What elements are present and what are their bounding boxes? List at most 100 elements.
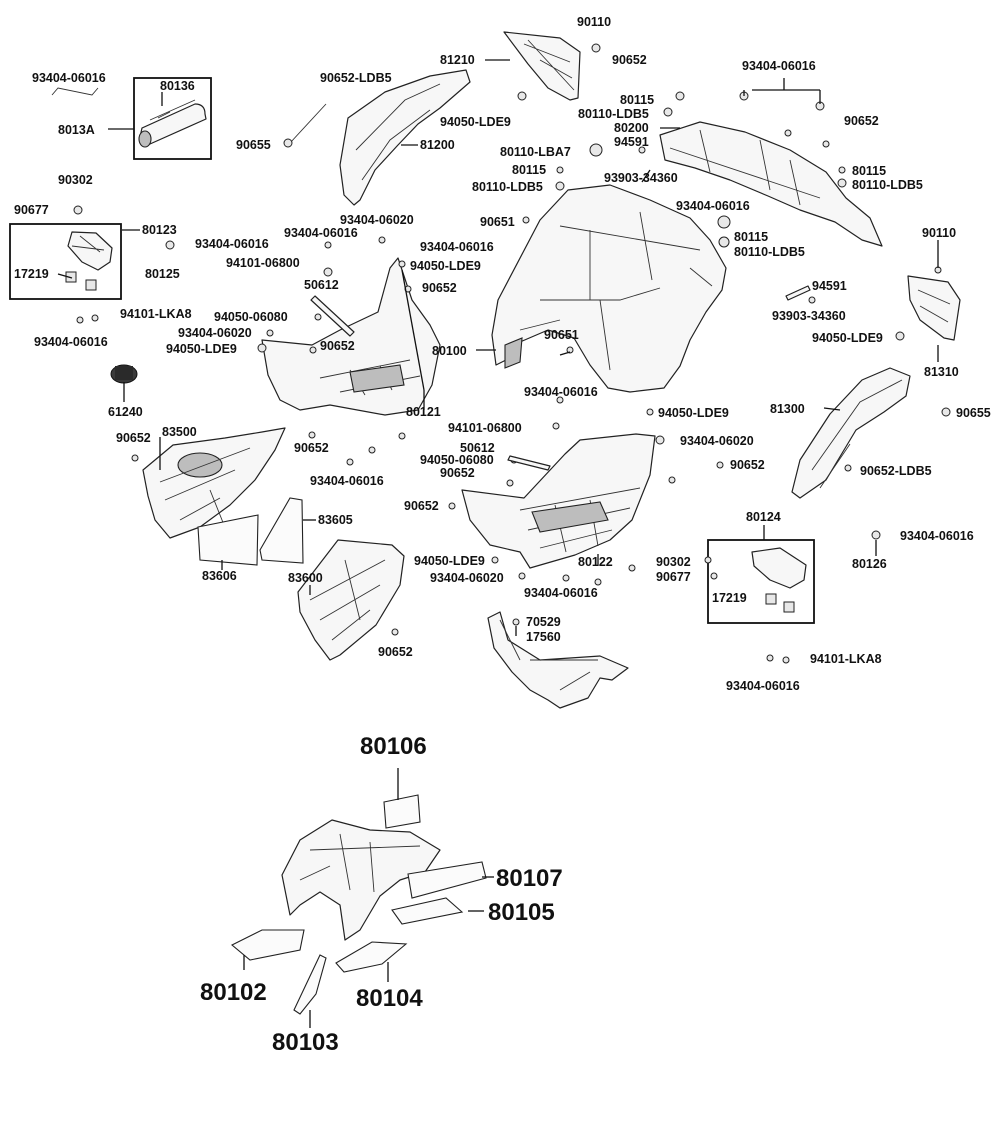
callout-17219: 17219 <box>14 267 49 281</box>
callout-90652: 90652 <box>844 114 879 128</box>
part-61240-cap <box>110 364 138 384</box>
part-80121-footrest <box>261 257 441 416</box>
part-50612-strip-a <box>310 295 355 337</box>
callout-80122: 80122 <box>578 555 613 569</box>
callout-93404-06016: 93404-06016 <box>34 335 108 349</box>
callout-80110-LDB5: 80110-LDB5 <box>852 178 923 192</box>
callout-80115: 80115 <box>852 164 886 178</box>
callout-83600: 83600 <box>288 571 323 585</box>
callout-94101-06800: 94101-06800 <box>226 256 300 270</box>
callout-50612: 50612 <box>460 441 495 455</box>
part-80100-body <box>491 184 727 393</box>
callout-94050-LDE9: 94050-LDE9 <box>658 406 729 420</box>
part-80200-rack <box>659 121 883 247</box>
callout-83605: 83605 <box>318 513 353 527</box>
callout-93404-06016: 93404-06016 <box>676 199 750 213</box>
decal-80107 <box>407 861 487 899</box>
part-90655-tie-a <box>289 103 327 144</box>
part-80122-footrest <box>461 433 656 569</box>
callout-80115: 80115 <box>512 163 546 177</box>
callout-8013A: 8013A <box>58 123 95 137</box>
callout-80102: 80102 <box>200 979 267 1006</box>
callout-90110: 90110 <box>922 226 956 240</box>
callout-83500: 83500 <box>162 425 197 439</box>
callout-93404-06016: 93404-06016 <box>420 240 494 254</box>
callout-90677: 90677 <box>656 570 691 584</box>
callout-80136: 80136 <box>160 79 195 93</box>
callout-93404-06016: 93404-06016 <box>524 385 598 399</box>
callout-94050-LDE9: 94050-LDE9 <box>166 342 237 356</box>
callout-17219: 17219 <box>712 591 747 605</box>
part-83600-grille <box>297 539 405 661</box>
callout-90651: 90651 <box>480 215 515 229</box>
callout-83606: 83606 <box>202 569 237 583</box>
callout-90652: 90652 <box>378 645 413 659</box>
leader-lines <box>57 59 939 1028</box>
part-box-8013A <box>133 77 212 160</box>
callout-90652: 90652 <box>294 441 329 455</box>
part-50612-strip-b <box>507 455 551 471</box>
part-83606-pad <box>197 514 259 566</box>
callout-93404-06020: 93404-06020 <box>178 326 252 340</box>
decal-80104 <box>335 941 408 973</box>
callout-80110-LDB5: 80110-LDB5 <box>578 107 649 121</box>
callout-90652: 90652 <box>116 431 151 445</box>
part-80136-grip <box>138 99 207 148</box>
part-81310-mudflap <box>907 275 961 341</box>
callout-81310: 81310 <box>924 365 959 379</box>
callout-90651: 90651 <box>544 328 579 342</box>
callout-80110-LDB5: 80110-LDB5 <box>472 180 543 194</box>
part-17560-bracket <box>487 611 629 709</box>
part-83605-pad <box>259 497 304 564</box>
callout-90652: 90652 <box>404 499 439 513</box>
callout-81210: 81210 <box>440 53 475 67</box>
callout-94101-LKA8: 94101-LKA8 <box>120 307 192 321</box>
callout-90652: 90652 <box>730 458 765 472</box>
part-93404-06016-screws-a <box>51 87 99 96</box>
callout-80107: 80107 <box>496 865 563 892</box>
callout-93404-06020: 93404-06020 <box>430 571 504 585</box>
callout-80105: 80105 <box>488 899 555 926</box>
callout-81300: 81300 <box>770 402 805 416</box>
callout-93404-06016: 93404-06016 <box>310 474 384 488</box>
callout-80123: 80123 <box>142 223 177 237</box>
callout-94591: 94591 <box>614 135 649 149</box>
callout-80121: 80121 <box>406 405 441 419</box>
part-81210-mudflap <box>503 31 581 101</box>
part-17219-clip-b <box>765 593 777 605</box>
callout-93404-06016: 93404-06016 <box>524 586 598 600</box>
callout-90652-LDB5: 90652-LDB5 <box>320 71 392 85</box>
part-shapes <box>9 31 961 1015</box>
callout-94050-06080: 94050-06080 <box>420 453 494 467</box>
callout-70529: 70529 <box>526 615 561 629</box>
callout-93903-34360: 93903-34360 <box>604 171 678 185</box>
callout-80104: 80104 <box>356 985 423 1012</box>
fasteners <box>73 43 951 664</box>
callout-80103: 80103 <box>272 1029 339 1056</box>
callout-94050-06080: 94050-06080 <box>214 310 288 324</box>
callout-80100: 80100 <box>432 344 467 358</box>
callout-94101-06800: 94101-06800 <box>448 421 522 435</box>
callout-94101-LKA8: 94101-LKA8 <box>810 652 882 666</box>
callout-94050-LDE9: 94050-LDE9 <box>812 331 883 345</box>
callout-80106: 80106 <box>360 733 427 760</box>
callout-80125: 80125 <box>145 267 180 281</box>
callout-90652-LDB5: 90652-LDB5 <box>860 464 932 478</box>
callout-93903-34360: 93903-34360 <box>772 309 846 323</box>
part-box-80124 <box>707 539 815 624</box>
callout-80110-LDB5: 80110-LDB5 <box>734 245 805 259</box>
callout-93404-06020: 93404-06020 <box>680 434 754 448</box>
part-83500-grille <box>142 427 286 539</box>
callout-90677: 90677 <box>14 203 49 217</box>
part-17219-clip-a <box>65 271 77 283</box>
callout-81200: 81200 <box>420 138 455 152</box>
callout-94591: 94591 <box>812 279 847 293</box>
callout-90655: 90655 <box>236 138 271 152</box>
decal-80102 <box>231 929 305 961</box>
decal-80103 <box>293 954 327 1015</box>
callout-90652: 90652 <box>612 53 647 67</box>
callout-93404-06016: 93404-06016 <box>195 237 269 251</box>
callout-90110: 90110 <box>577 15 611 29</box>
callout-80124: 80124 <box>746 510 781 524</box>
decal-80106 <box>383 794 421 829</box>
